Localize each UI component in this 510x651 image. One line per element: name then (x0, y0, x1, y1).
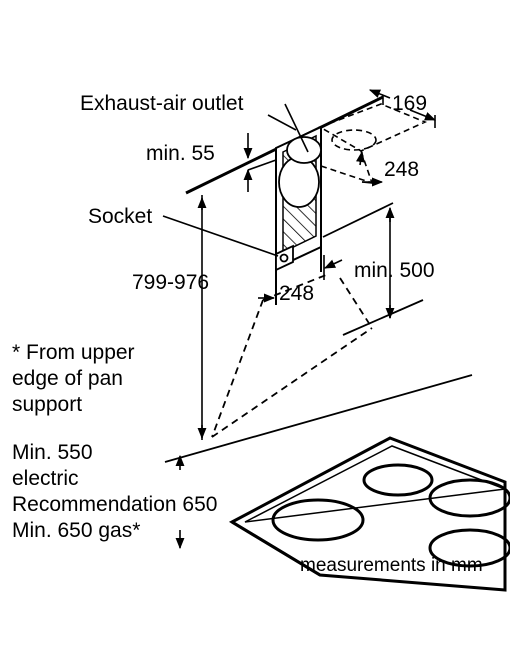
pan-support-reference-line (164, 374, 473, 463)
dimension-799-976-label: 799-976 (132, 271, 210, 294)
dimension-169-label: 169 (392, 92, 428, 115)
leader-lines (162, 103, 309, 257)
hood-top-reference-line (322, 202, 394, 238)
clearance-line-2: electric (12, 467, 79, 490)
socket-label: Socket (88, 205, 153, 228)
units-label: measurements in mm (300, 555, 483, 576)
dimension-248-bottom-label: 248 (279, 282, 315, 305)
min-55-label: min. 55 (146, 142, 215, 165)
hood-bottom-reference-line (342, 299, 424, 336)
min-clearance-note: Min. 550 electric Recommendation 650 Min… (12, 440, 217, 544)
dim-248-top (356, 150, 384, 187)
min-500-label: min. 500 (354, 259, 435, 282)
note-line-2: edge of pan (12, 367, 123, 390)
note-line-3: support (12, 393, 83, 416)
clearance-line-1: Min. 550 (12, 441, 93, 464)
dim-min-55 (243, 133, 277, 192)
hood-canopy-dashed (211, 274, 373, 438)
dimension-248-top-label: 248 (384, 158, 420, 181)
exhaust-air-outlet-label: Exhaust-air outlet (80, 92, 244, 115)
cooktop (228, 436, 510, 592)
socket-shape (275, 244, 294, 272)
dim-169 (368, 89, 437, 128)
clearance-line-4: Min. 650 gas* (12, 519, 141, 542)
dim-248-bottom (258, 255, 343, 303)
pan-support-note: * From upper edge of pan support (12, 340, 135, 418)
exhaust-outlet-shape (278, 136, 322, 208)
clearance-line-3: Recommendation 650 (12, 493, 218, 516)
note-line-1: * From upper (12, 341, 135, 364)
